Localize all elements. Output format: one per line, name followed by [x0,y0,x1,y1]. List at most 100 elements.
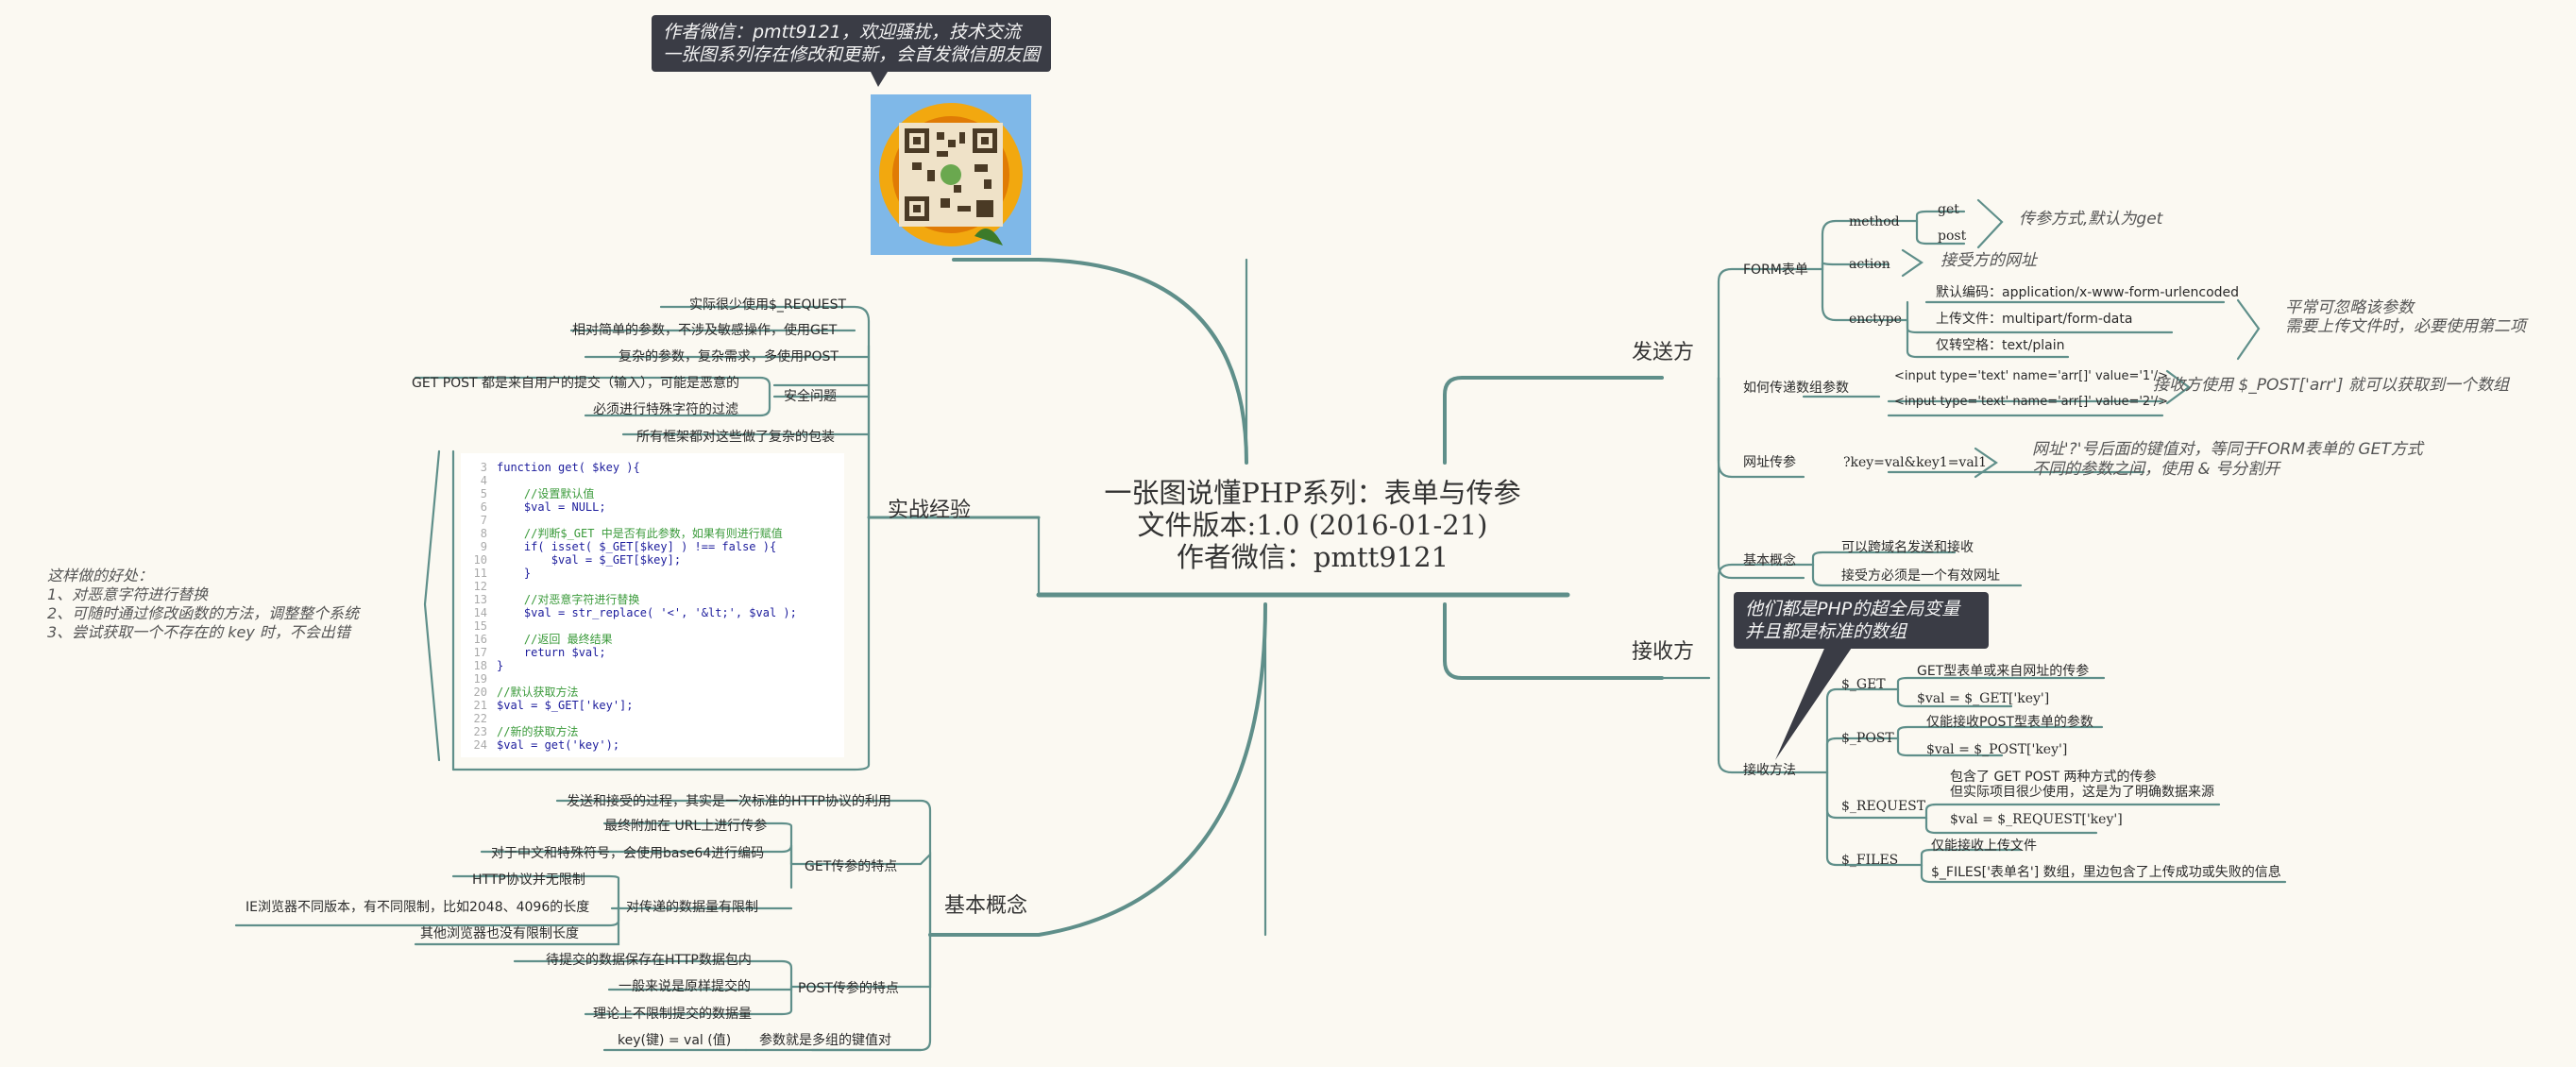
node-basic-2[interactable]: 接受方必须是一个有效网址 [1841,568,2000,584]
code-line-number: 19 [473,672,487,686]
node-request-desc-2[interactable]: 但实际项目很少使用，这是为了明确数据来源 [1950,785,2214,800]
code-line: function get( $key ){ [497,461,640,474]
note-enc-1: 平常可忽略该参数 [2285,298,2414,317]
node-files-var[interactable]: $_FILES [1841,853,1899,868]
node-array[interactable]: 如何传递数组参数 [1743,381,1849,396]
node-request-desc-1[interactable]: 包含了 GET POST 两种方式的传参 [1950,770,2157,785]
code-line: //对恶意字符进行替换 [497,593,640,606]
code-line-number: 5 [480,487,487,500]
benefit-title: 这样做的好处： [47,567,154,584]
node-enc-plain[interactable]: 仅转空格：text/plain [1936,338,2065,353]
node-security-1[interactable]: GET POST 都是来自用户的提交（输入），可能是恶意的 [412,376,740,391]
node-practice-2[interactable]: 相对简单的参数，不涉及敏感操作，使用GET [572,323,838,338]
code-line-number: 3 [480,461,487,474]
code-line-number: 20 [473,686,487,699]
author-callout-line2: 一张图系列存在修改和更新，会首发微信朋友圈 [663,44,1041,65]
code-line: } [497,567,532,580]
node-files-desc[interactable]: 仅能接收上传文件 [1931,838,2037,854]
central-topic[interactable]: 一张图说懂PHP系列：表单与传参 文件版本:1.0 (2016-01-21) 作… [1067,477,1558,573]
node-url-value[interactable]: ?key=val&key1=val1 [1843,455,1988,470]
code-line-number: 6 [480,500,487,514]
code-line: //返回 最终结果 [497,633,613,646]
node-get-feature-2[interactable]: 对于中文和特殊符号，会使用base64进行编码 [491,846,765,861]
node-action[interactable]: action [1849,257,1890,272]
node-get-feature-1[interactable]: 最终附加在 URL上进行传参 [604,819,768,834]
node-post-feature[interactable]: POST传参的特点 [798,981,899,996]
node-get-feature[interactable]: GET传参的特点 [805,859,898,874]
node-request-var[interactable]: $_REQUEST [1841,799,1926,814]
benefit-1: 1、对恶意字符进行替换 [47,585,209,603]
code-line-number: 11 [473,567,487,580]
node-limit-2[interactable]: IE浏览器不同版本，有不同限制，比如2048、4096的长度 [246,900,590,915]
node-post-desc[interactable]: 仅能接收POST型表单的参数 [1926,715,2093,730]
node-request-code[interactable]: $val = $_REQUEST['key'] [1950,812,2123,827]
node-array-1[interactable]: <input type='text' name='arr[]' value='1… [1894,369,2169,383]
node-method[interactable]: method [1849,214,1900,229]
node-enc-multipart[interactable]: 上传文件：multipart/form-data [1936,312,2133,327]
code-line-number: 15 [473,619,487,633]
note-url-2: 不同的参数之间，使用 & 号分割开 [2032,460,2280,479]
node-post-feature-3[interactable]: 理论上不限制提交的数据量 [593,1007,752,1022]
node-practice-1[interactable]: 实际很少使用$_REQUEST [689,297,847,313]
code-line-number: 23 [473,725,487,738]
node-get[interactable]: get [1938,202,1959,217]
superglobal-callout: 他们都是PHP的超全局变量 并且都是标准的数组 [1734,592,1989,649]
node-kv[interactable]: 参数就是多组的键值对 [759,1033,891,1048]
code-line-number: 24 [473,738,487,752]
node-practice-3[interactable]: 复杂的参数，复杂需求，多使用POST [619,349,839,364]
node-enctype[interactable]: enctype [1849,312,1902,327]
node-get-var[interactable]: $_GET [1841,677,1886,692]
node-basic[interactable]: 基本概念 [1743,553,1796,568]
code-line: //默认获取方法 [497,686,579,699]
node-limit-3[interactable]: 其他浏览器也没有限制长度 [420,926,579,941]
central-author: 作者微信：pmtt9121 [1176,541,1449,573]
note-enc-2: 需要上传文件时，必要使用第二项 [2285,317,2526,336]
node-files-code[interactable]: $_FILES['表单名'] 数组，里边包含了上传成功或失败的信息 [1931,865,2281,880]
branch-practice[interactable]: 实战经验 [888,499,972,522]
code-line-number: 22 [473,712,487,725]
note-method: 传参方式,默认为get [2019,210,2163,229]
note-array: 接收方使用 $_POST['arr'] 就可以获取到一个数组 [2153,376,2509,395]
node-enc-default[interactable]: 默认编码：application/x-www-form-urlencoded [1936,285,2240,300]
node-get-code[interactable]: $val = $_GET['key'] [1917,691,2050,706]
code-line: //设置默认值 [497,487,595,500]
node-get-desc[interactable]: GET型表单或来自网址的传参 [1917,664,2090,679]
node-post[interactable]: post [1938,229,1967,244]
benefit-3: 3、尝试获取一个不存在的 key 时，不会出错 [47,623,350,641]
node-post-var[interactable]: $_POST [1841,731,1894,746]
node-receive-method[interactable]: 接收方法 [1743,763,1796,778]
code-line: //判断$_GET 中是否有此参数，如果有则进行赋值 [497,527,783,540]
node-basic-1[interactable]: 可以跨域名发送和接收 [1841,540,1974,555]
node-security[interactable]: 安全问题 [784,389,837,404]
code-line-number: 16 [473,633,487,646]
node-url[interactable]: 网址传参 [1743,455,1796,470]
branch-receive[interactable]: 接收方 [1632,640,1695,664]
code-line: return $val; [497,646,606,659]
node-security-2[interactable]: 必须进行特殊字符的过滤 [593,402,738,417]
node-practice-4[interactable]: 所有框架都对这些做了复杂的包装 [636,430,835,445]
branch-basics[interactable]: 基本概念 [944,894,1028,918]
node-kv-1[interactable]: key(键) = val (值) [618,1033,732,1048]
code-line: } [497,659,504,672]
author-callout: 作者微信：pmtt9121，欢迎骚扰，技术交流 一张图系列存在修改和更新，会首发… [652,15,1052,72]
code-line-number: 18 [473,659,487,672]
branch-send[interactable]: 发送方 [1632,341,1695,364]
sunflower-qr-icon [879,103,1023,246]
node-limit-1[interactable]: HTTP协议并无限制 [472,872,585,888]
node-form[interactable]: FORM表单 [1743,263,1808,278]
superglobal-callout-line2: 并且都是标准的数组 [1745,621,1907,642]
node-array-2[interactable]: <input type='text' name='arr[]' value='2… [1894,395,2169,409]
node-basics-1[interactable]: 发送和接受的过程，其实是一次标准的HTTP协议的利用 [567,794,891,809]
code-line-number: 13 [473,593,487,606]
code-line: if( isset( $_GET[$key] ) !== false ){ [497,540,777,553]
node-post-code[interactable]: $val = $_POST['key'] [1926,742,2068,757]
code-line: $val = $_GET[$key]; [497,553,682,567]
node-limit[interactable]: 对传递的数据量有限制 [626,900,758,915]
node-post-feature-1[interactable]: 待提交的数据保存在HTTP数据包内 [546,953,752,968]
note-action: 接受方的网址 [1940,251,2037,270]
central-version: 文件版本:1.0 (2016-01-21) [1137,509,1488,541]
node-post-feature-2[interactable]: 一般来说是原样提交的 [619,979,751,994]
code-line-number: 12 [473,580,487,593]
